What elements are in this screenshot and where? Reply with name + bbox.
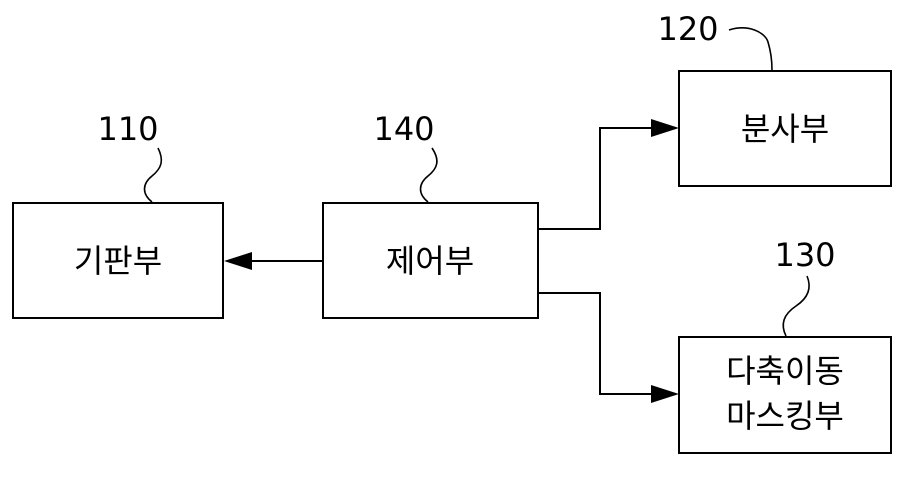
control-to-masking-line bbox=[538, 292, 654, 395]
control-to-spray-line bbox=[538, 127, 654, 230]
control-block-label: 제어부 bbox=[386, 242, 474, 280]
substrate-block-label: 기판부 bbox=[74, 242, 162, 280]
spray-block bbox=[678, 70, 892, 187]
control-to-spray-arrowhead bbox=[651, 119, 679, 137]
substrate-ref-number: 110 bbox=[97, 110, 158, 148]
spray-block-label: 분사부 bbox=[741, 110, 829, 148]
masking-ref-number: 130 bbox=[774, 236, 835, 274]
control-leader-line bbox=[419, 147, 438, 203]
masking-leader-line bbox=[782, 275, 810, 337]
control-block bbox=[322, 202, 539, 319]
masking-block-label-line-2: 마스킹부 bbox=[726, 397, 844, 435]
control-ref-number: 140 bbox=[373, 110, 434, 148]
masking-block bbox=[678, 336, 892, 454]
substrate-block bbox=[12, 202, 224, 319]
substrate-leader-line bbox=[143, 147, 163, 203]
spray-leader-line bbox=[728, 27, 773, 71]
spray-ref-number: 120 bbox=[657, 10, 718, 48]
control-to-masking-arrowhead bbox=[651, 385, 679, 403]
control-to-substrate-arrowhead bbox=[224, 252, 252, 270]
masking-block-label-line-1: 다축이동 bbox=[726, 352, 844, 390]
